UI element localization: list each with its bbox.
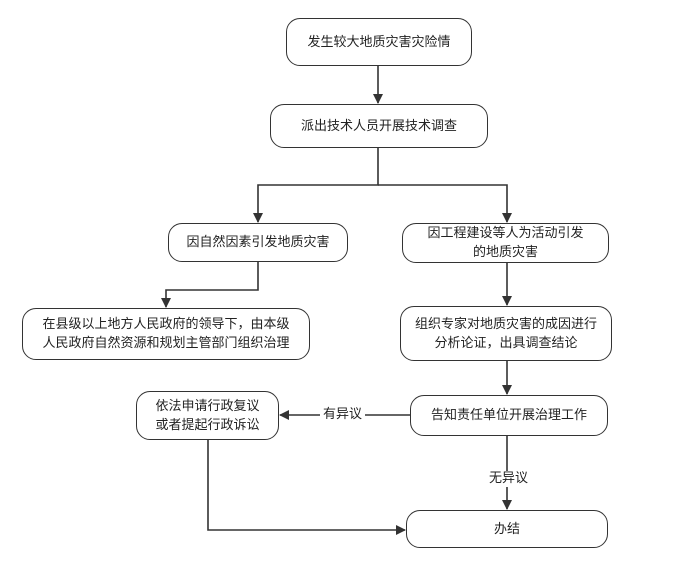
node-notify-label: 告知责任单位开展治理工作: [430, 408, 587, 423]
node-natural-label: 因自然因素引发地质灾害: [186, 235, 330, 250]
node-human: 因工程建设等人为活动引发 的地质灾害: [402, 223, 609, 263]
node-appeal-label: 依法申请行政复议 或者提起行政诉讼: [155, 398, 260, 433]
node-appeal: 依法申请行政复议 或者提起行政诉讼: [136, 391, 279, 440]
edge-appeal-done: [207, 440, 406, 535]
node-investigate-label: 派出技术人员开展技术调查: [300, 118, 457, 134]
node-done-label: 办结: [493, 521, 520, 537]
edge-investigate-split-right: [378, 184, 512, 223]
node-notify: 告知责任单位开展治理工作: [410, 395, 608, 436]
node-start: 发生较大地质灾害灾险情: [286, 18, 472, 66]
node-start-label: 发生较大地质灾害灾险情: [307, 34, 451, 50]
node-county-label: 在县级以上地方人民政府的领导下，由本级 人民政府自然资源和规划主管部门组织治理: [42, 317, 290, 351]
edge-natural-county: [161, 262, 259, 308]
node-investigate: 派出技术人员开展技术调查: [270, 104, 488, 148]
edge-investigate-split: [253, 148, 379, 223]
node-county: 在县级以上地方人民政府的领导下，由本级 人民政府自然资源和规划主管部门组织治理: [22, 308, 310, 360]
edge-label-no-objection: 无异议: [486, 471, 532, 487]
node-experts: 组织专家对地质灾害的成因进行 分析论证，出具调查结论: [400, 306, 612, 361]
edge-label-objection: 有异议: [320, 407, 366, 423]
node-done: 办结: [406, 510, 608, 548]
node-natural: 因自然因素引发地质灾害: [168, 223, 348, 262]
node-experts-label: 组织专家对地质灾害的成因进行 分析论证，出具调查结论: [414, 316, 597, 351]
node-human-label: 因工程建设等人为活动引发 的地质灾害: [427, 226, 584, 260]
